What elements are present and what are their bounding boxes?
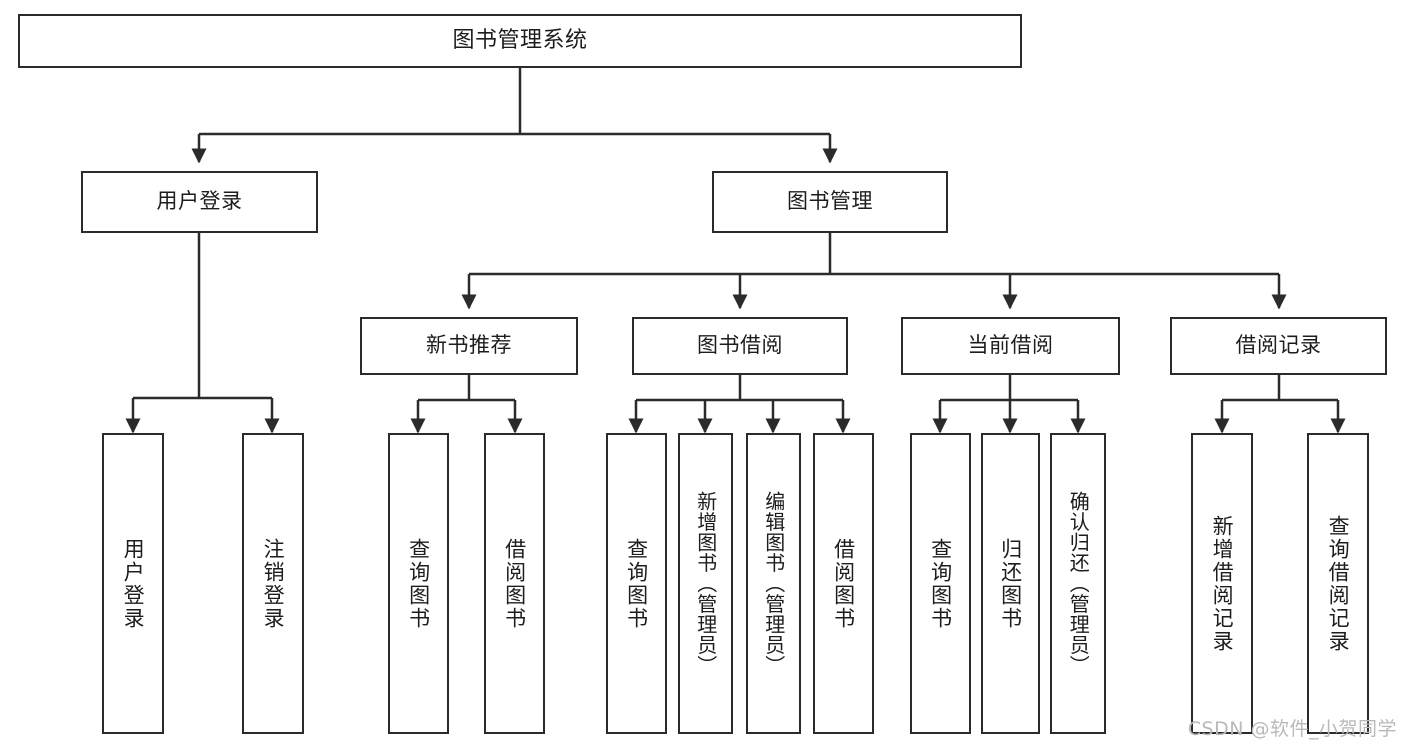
- leaf-return-books-label: 归还图书: [998, 537, 1023, 630]
- leaf-query-books-borrow-label: 查询图书: [624, 537, 649, 630]
- leaf-add-book-admin-label: 新增图书（管理员）: [693, 491, 718, 676]
- leaf-edit-book-admin-label: 编辑图书（管理员）: [761, 491, 786, 676]
- node-new-book-recommend[interactable]: 新书推荐: [360, 317, 578, 375]
- leaf-borrow-books-label: 借阅图书: [831, 537, 856, 630]
- node-root[interactable]: 图书管理系统: [18, 14, 1022, 68]
- csdn-watermark: CSDN @软件_小贺同学: [1187, 718, 1397, 740]
- node-current-borrow-label: 当前借阅: [967, 333, 1054, 358]
- node-user-login-label: 用户登录: [156, 189, 243, 214]
- leaf-logout[interactable]: 注销登录: [242, 433, 304, 734]
- node-new-book-recommend-label: 新书推荐: [426, 333, 512, 358]
- leaf-confirm-return-admin[interactable]: 确认归还（管理员）: [1050, 433, 1106, 734]
- leaf-return-books[interactable]: 归还图书: [981, 433, 1040, 734]
- leaf-confirm-return-admin-label: 确认归还（管理员）: [1066, 491, 1091, 676]
- leaf-query-books-borrow[interactable]: 查询图书: [606, 433, 667, 734]
- node-book-management-label: 图书管理: [787, 189, 873, 214]
- leaf-query-borrow-record-label: 查询借阅记录: [1326, 514, 1351, 653]
- leaf-query-borrow-record[interactable]: 查询借阅记录: [1307, 433, 1369, 734]
- leaf-query-books-current[interactable]: 查询图书: [910, 433, 971, 734]
- node-current-borrow[interactable]: 当前借阅: [901, 317, 1120, 375]
- node-book-borrow[interactable]: 图书借阅: [632, 317, 848, 375]
- node-root-label: 图书管理系统: [452, 27, 588, 53]
- leaf-user-login-label: 用户登录: [121, 537, 146, 630]
- leaf-edit-book-admin[interactable]: 编辑图书（管理员）: [746, 433, 801, 734]
- leaf-add-borrow-record[interactable]: 新增借阅记录: [1191, 433, 1253, 734]
- leaf-query-books-recommend-label: 查询图书: [406, 537, 431, 630]
- leaf-user-login[interactable]: 用户登录: [102, 433, 164, 734]
- leaf-logout-label: 注销登录: [261, 537, 286, 630]
- leaf-query-books-current-label: 查询图书: [928, 537, 953, 630]
- leaf-borrow-books-recommend-label: 借阅图书: [502, 537, 527, 630]
- leaf-borrow-books[interactable]: 借阅图书: [813, 433, 874, 734]
- node-borrow-record[interactable]: 借阅记录: [1170, 317, 1387, 375]
- node-user-login[interactable]: 用户登录: [81, 171, 318, 233]
- node-book-management[interactable]: 图书管理: [712, 171, 948, 233]
- node-book-borrow-label: 图书借阅: [697, 333, 783, 358]
- node-borrow-record-label: 借阅记录: [1235, 333, 1322, 358]
- leaf-query-books-recommend[interactable]: 查询图书: [388, 433, 449, 734]
- leaf-borrow-books-recommend[interactable]: 借阅图书: [484, 433, 545, 734]
- leaf-add-borrow-record-label: 新增借阅记录: [1210, 514, 1235, 653]
- leaf-add-book-admin[interactable]: 新增图书（管理员）: [678, 433, 733, 734]
